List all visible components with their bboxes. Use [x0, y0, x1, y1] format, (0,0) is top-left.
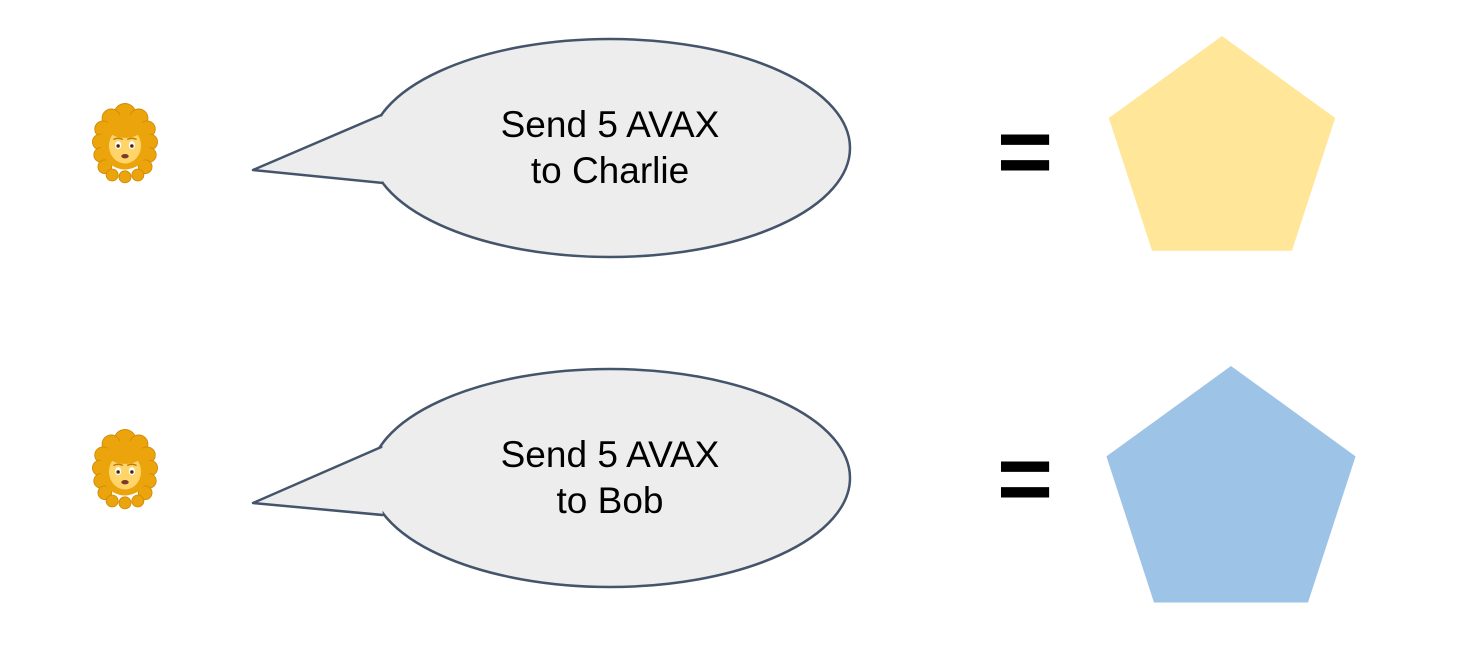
bubble-line-1: Send 5 AVAX	[500, 434, 720, 475]
equals-sign: =	[996, 425, 1054, 532]
equals-sign: =	[996, 98, 1054, 205]
speech-bubble-text: Send 5 AVAX to Charlie	[370, 102, 850, 194]
blue-pentagon	[1106, 366, 1356, 603]
speech-bubble-tail	[253, 447, 383, 515]
speech-bubble-text: Send 5 AVAX to Bob	[370, 432, 850, 524]
bubble-line-1: Send 5 AVAX	[500, 104, 720, 145]
bubble-line-2: to Bob	[556, 480, 664, 521]
yellow-pentagon	[1108, 36, 1336, 251]
speech-bubble	[251, 367, 852, 589]
speech-bubble	[251, 37, 852, 259]
woman-curly-hair-emoji	[92, 103, 158, 184]
speech-bubble-tail	[253, 115, 383, 183]
bubble-line-2: to Charlie	[530, 150, 690, 191]
woman-curly-hair-emoji	[92, 429, 158, 510]
